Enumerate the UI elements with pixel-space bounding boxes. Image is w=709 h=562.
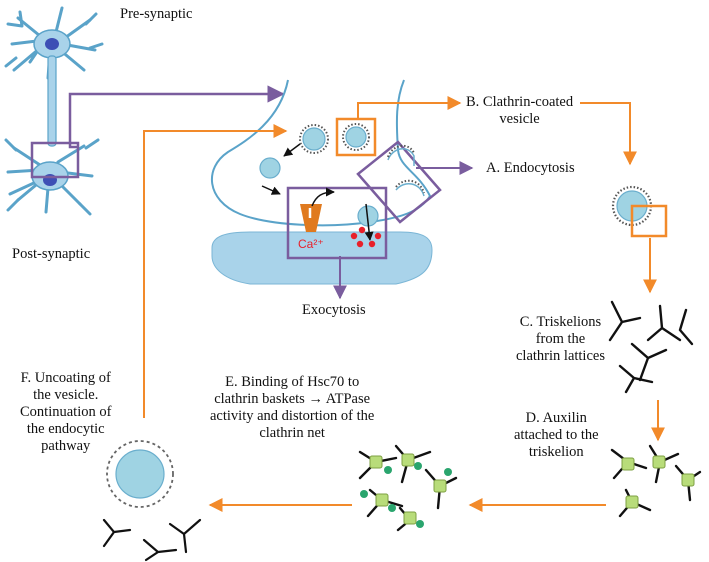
neuron-illustration xyxy=(4,6,104,216)
triskelion-lattice xyxy=(608,300,694,394)
zoom-arrow xyxy=(68,85,285,149)
hsc70-lattice xyxy=(358,444,458,532)
step-a-label: A. Endocytosis xyxy=(486,160,575,176)
lattice-zoom-box xyxy=(630,204,668,238)
pit-coat xyxy=(395,179,425,194)
calcium-label: Ca²⁺ xyxy=(298,237,324,251)
vesicle-coat xyxy=(299,124,329,154)
exocytosis-box xyxy=(286,186,388,260)
step-e-label: E. Binding of Hsc70 to clathrin baskets … xyxy=(210,374,375,441)
calcium-ions xyxy=(350,226,382,248)
axon xyxy=(47,55,57,147)
movement-arrow xyxy=(283,143,301,157)
movement-arrow xyxy=(261,185,281,195)
synapse-highlight-box xyxy=(30,141,80,179)
arrow-to-step-b xyxy=(357,96,462,119)
calcium-influx-arrow xyxy=(311,187,335,207)
arrow-back-to-synapse xyxy=(143,124,288,418)
step-b-label: B. Clathrin-coated vesicle xyxy=(466,94,574,127)
fusion-arrow xyxy=(364,203,374,241)
coated-vesicle-coat xyxy=(342,123,370,151)
released-triskelions xyxy=(102,518,202,562)
budding-pit xyxy=(395,183,425,197)
clathrin-coated-vesicle xyxy=(611,185,668,238)
post-synaptic-label: Post-synaptic xyxy=(12,246,91,262)
pre-synaptic-nucleus xyxy=(45,38,59,50)
coated-vesicle xyxy=(345,126,367,148)
exocytosis-label: Exocytosis xyxy=(302,302,366,318)
endocytosis-box xyxy=(356,140,442,224)
step-d-label: D. Auxilin attached to the triskelion xyxy=(514,410,599,460)
post-synaptic-neuron xyxy=(4,138,100,216)
arrow-b-to-vesicle xyxy=(580,102,637,166)
pre-synaptic-label: Pre-synaptic xyxy=(120,6,193,22)
step-f-label: F. Uncoating of the vesicle. Continuatio… xyxy=(20,370,112,454)
auxilin-lattice xyxy=(610,444,702,518)
clathrin-vesicle-box xyxy=(335,117,377,157)
synaptic-vesicle xyxy=(302,127,326,151)
synapse-illustration xyxy=(211,79,442,285)
uncoating-vesicle xyxy=(102,440,202,562)
synaptic-vesicle xyxy=(259,157,281,179)
budding-pit xyxy=(387,148,415,166)
presynaptic-membrane xyxy=(211,79,432,227)
step-c-label: C. Triskelions from the clathrin lattice… xyxy=(516,314,605,364)
